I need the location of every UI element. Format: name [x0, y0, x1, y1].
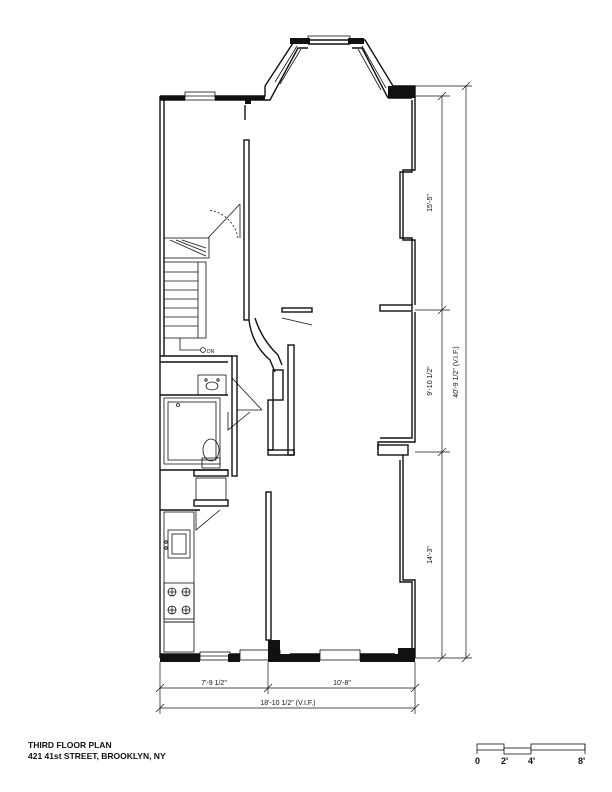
- dim-right-width: 10'-8": [333, 680, 351, 687]
- dim-overall-length: 40'-9 1/2" (V.I.F.): [453, 346, 460, 397]
- kitchen-counter: [163, 511, 195, 623]
- range-stove: [163, 582, 195, 620]
- toilet: [201, 438, 221, 469]
- vanity-sink: [197, 374, 227, 396]
- bathtub: [163, 397, 221, 465]
- windows: [184, 35, 387, 661]
- plan-address: 421 41st STREET, BROOKLYN, NY: [28, 751, 166, 761]
- dim-left-width: 7'-9 1/2": [201, 680, 227, 687]
- dimension-lines-right: [398, 81, 472, 663]
- stair-down-label: DN: [207, 349, 215, 355]
- scale-label-8: 8': [578, 756, 586, 766]
- interior-walls: [160, 105, 413, 641]
- kitchen-fixtures: [163, 509, 221, 653]
- dim-middle-room: 9'-10 1/2": [427, 366, 434, 396]
- dim-front-room: 15'-5": [427, 194, 434, 212]
- plan-title: THIRD FLOOR PLAN: [28, 740, 112, 750]
- scale-label-4: 4': [528, 756, 536, 766]
- dim-overall-width: 18'-10 1/2" (V.I.F.): [260, 700, 315, 707]
- dim-rear-room: 14'-3": [427, 546, 434, 564]
- wall-poche: [160, 38, 415, 662]
- bathroom-fixtures: [163, 374, 251, 501]
- stair: [163, 203, 313, 411]
- scale-bar: [476, 743, 586, 755]
- stair-treads: [164, 271, 198, 327]
- scale-label-0: 0: [475, 756, 481, 766]
- stair-down-marker: [200, 347, 206, 353]
- title-block: THIRD FLOOR PLAN 421 41st STREET, BROOKL…: [28, 740, 166, 762]
- bath-closet: [195, 477, 227, 501]
- refrigerator: [163, 621, 195, 653]
- range-burners: [167, 587, 191, 615]
- scale-label-2: 2': [501, 756, 509, 766]
- kitchen-sink: [167, 529, 191, 559]
- dimension-lines-bottom: [155, 662, 420, 714]
